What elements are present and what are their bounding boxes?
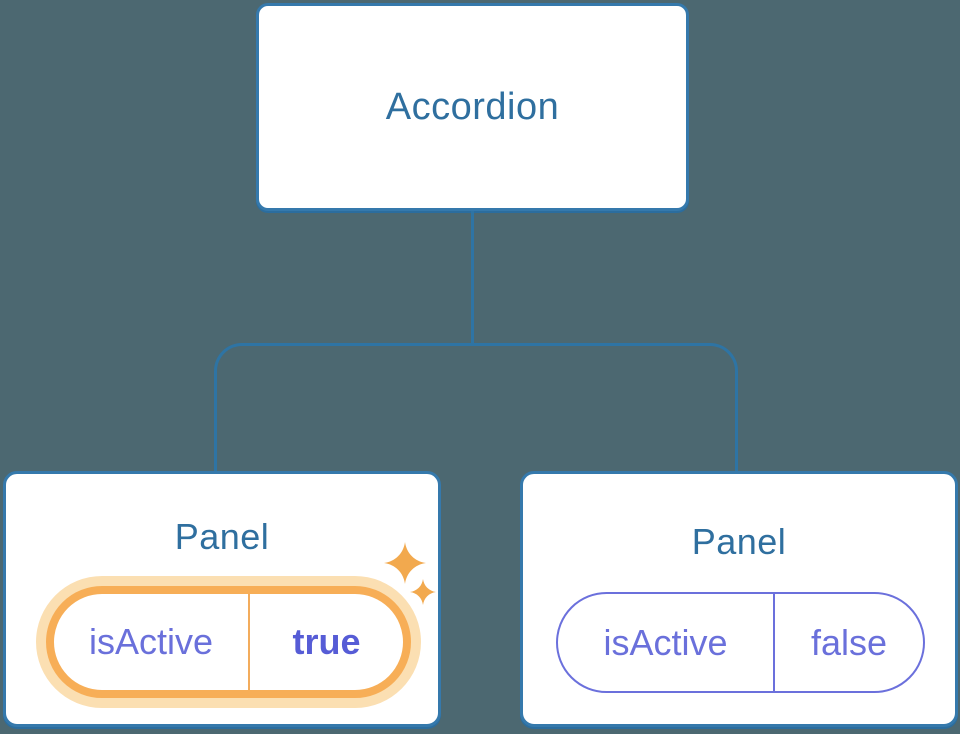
connector-bracket: [214, 343, 738, 471]
accordion-node: Accordion: [256, 3, 689, 211]
state-key-cell: isActive: [54, 594, 250, 690]
connector-stem: [471, 211, 474, 345]
panel-title: Panel: [174, 516, 270, 557]
state-pill-active: isActive true: [46, 586, 411, 698]
accordion-label: Accordion: [385, 85, 560, 128]
state-value-cell: true: [292, 621, 361, 662]
sparkles-icon: [384, 542, 436, 605]
state-pill-inactive: isActive false: [556, 592, 925, 693]
state-key-cell: isActive: [558, 594, 775, 691]
state-value-cell: false: [810, 621, 888, 663]
panel-node-inactive: Panel isActive false: [520, 471, 958, 727]
panel-node-active: Panel isActive true: [3, 471, 441, 727]
panel-title: Panel: [691, 521, 787, 562]
